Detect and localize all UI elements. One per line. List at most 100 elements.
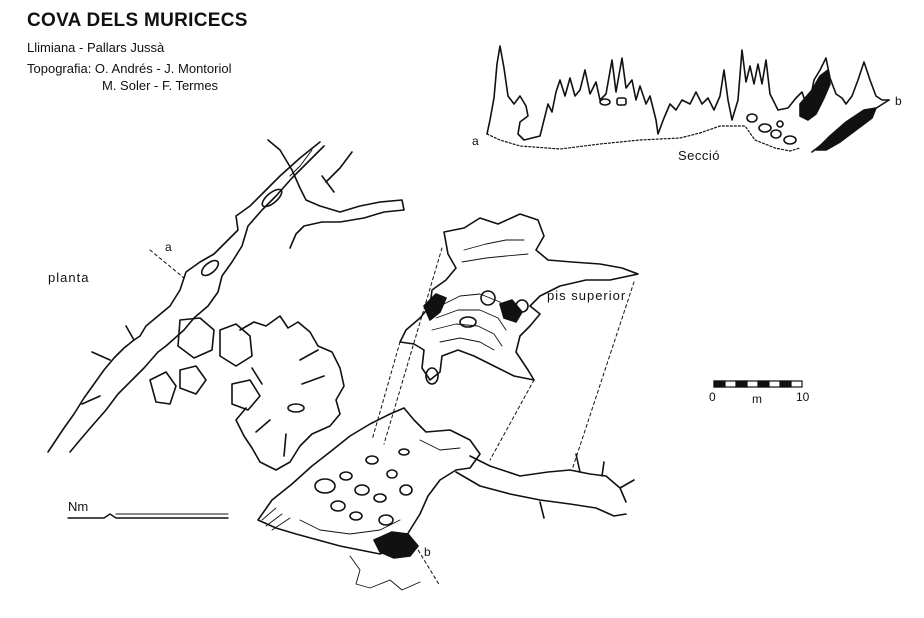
plan-boulder-11 (398, 448, 410, 456)
plan-east-spike-3 (619, 479, 635, 489)
plan-gallery-spike-3 (255, 419, 271, 433)
plan-boulder-6 (349, 511, 363, 521)
plan-west-spike-3 (125, 325, 135, 341)
plan-boulder-1 (314, 478, 336, 494)
plan-boulder-10 (378, 514, 394, 526)
plan-cross-spike-2 (321, 175, 335, 193)
upper-contour-1 (439, 293, 511, 319)
plan-cross-spike-1 (325, 151, 353, 183)
plan-boulder-3 (354, 484, 370, 496)
plan-south-chamber-outline (257, 407, 481, 555)
plan-chamber-contour-1 (299, 519, 401, 535)
section-ceiling-outline (486, 45, 890, 141)
credits-line-2: M. Soler - F. Termes (102, 78, 219, 93)
plan-upper-shaft (289, 149, 313, 177)
plan-cross-passage (267, 139, 405, 249)
upper-contour-5 (463, 239, 525, 251)
upper-block-1 (459, 316, 477, 328)
section-label: Secció (678, 148, 721, 163)
plan-chamber-contour-2 (419, 439, 461, 451)
scale-unit-label: m (752, 392, 762, 406)
upper-contour-3 (431, 323, 503, 347)
plan-branch-outline-west (47, 141, 321, 453)
connection-line-4 (489, 379, 535, 461)
plan-branch-outline-east (69, 145, 325, 453)
plan-east-spike-4 (539, 501, 545, 519)
plan-west-spike-2 (81, 395, 101, 405)
connection-line-1 (383, 247, 443, 445)
north-label: Nm (68, 499, 89, 514)
section-cut-b (411, 539, 441, 587)
plan-east-passage-north (469, 455, 627, 503)
map-credits: Topografia: O. Andrés - J. Montoriol M. … (27, 60, 231, 94)
section-cut-a (149, 249, 185, 279)
upper-pool-1 (480, 290, 496, 306)
plan-central-gallery (235, 315, 345, 471)
section-pillar-1 (599, 98, 611, 106)
plan-boulder-7 (365, 455, 379, 465)
scale-seg-3 (735, 380, 748, 388)
credits-line-1: Topografia: O. Andrés - J. Montoriol (27, 61, 232, 76)
plan-point-b: b (424, 545, 431, 559)
plan-point-a: a (165, 240, 172, 254)
section-boulder-5 (776, 120, 784, 128)
level-connection-lines (371, 247, 635, 471)
plan-boulder-4 (373, 493, 387, 503)
plan-gallery-spike-4 (283, 433, 287, 457)
plan-boulder-8 (386, 469, 398, 479)
plan-gallery-spike-1 (299, 349, 319, 361)
plan-east-spike-1 (575, 453, 581, 473)
north-arrow (67, 513, 229, 519)
upper-black-mass-1 (423, 293, 447, 321)
plan-west-spike-1 (91, 351, 111, 361)
scale-end-label: 10 (796, 390, 810, 404)
map-location: Llimiana - Pallars Jussà (27, 40, 165, 55)
upper-pool-2 (515, 299, 529, 313)
scale-bar (713, 380, 803, 388)
section-pillar-2 (616, 97, 627, 106)
plan-mid-pool (200, 259, 220, 277)
section-boulder-3 (770, 129, 782, 139)
plan-entrance-hatch (261, 507, 291, 531)
scale-seg-1 (713, 380, 726, 388)
section-boulder-1 (746, 113, 758, 123)
upper-level-outline (399, 213, 639, 381)
plan-gallery-pool (287, 403, 305, 413)
scale-start-label: 0 (709, 390, 716, 404)
plan-boulder-2 (339, 471, 353, 481)
connection-line-3 (571, 281, 635, 471)
upper-contour-4 (439, 337, 495, 351)
section-boulder-4 (783, 135, 797, 145)
plan-lower-contour (349, 555, 421, 591)
section-point-a: a (472, 134, 479, 148)
section-floor-line (486, 125, 801, 152)
plan-room-1 (177, 317, 215, 359)
plan-room-3 (179, 365, 207, 395)
connection-line-2 (371, 341, 401, 441)
north-arrow-line (67, 513, 229, 519)
section-boulder-2 (758, 123, 772, 133)
section-black-mass-2 (815, 107, 877, 151)
plan-main-level (47, 139, 635, 591)
scale-seg-5 (757, 380, 770, 388)
section-black-mass-1 (799, 69, 831, 121)
plan-east-passage-south (455, 471, 627, 517)
plan-room-2 (219, 323, 253, 367)
map-title: COVA DELS MURICECS (27, 10, 248, 31)
plan-boulder-5 (330, 500, 346, 512)
plan-upper-pool (261, 188, 283, 208)
plan-gallery-spike-2 (301, 375, 325, 385)
upper-contour-2 (435, 309, 507, 331)
plan-label: planta (48, 270, 90, 285)
plan-east-spike-2 (601, 461, 605, 477)
section-point-b: b (895, 94, 902, 108)
plan-room-4 (149, 371, 177, 405)
plan-boulder-9 (399, 484, 413, 496)
scale-seg-7 (779, 380, 792, 388)
plan-black-mass (373, 531, 419, 559)
upper-level-label: pis superior (547, 288, 627, 303)
upper-contour-6 (461, 253, 529, 263)
plan-room-5 (231, 379, 261, 411)
plan-upper-level (399, 213, 639, 385)
